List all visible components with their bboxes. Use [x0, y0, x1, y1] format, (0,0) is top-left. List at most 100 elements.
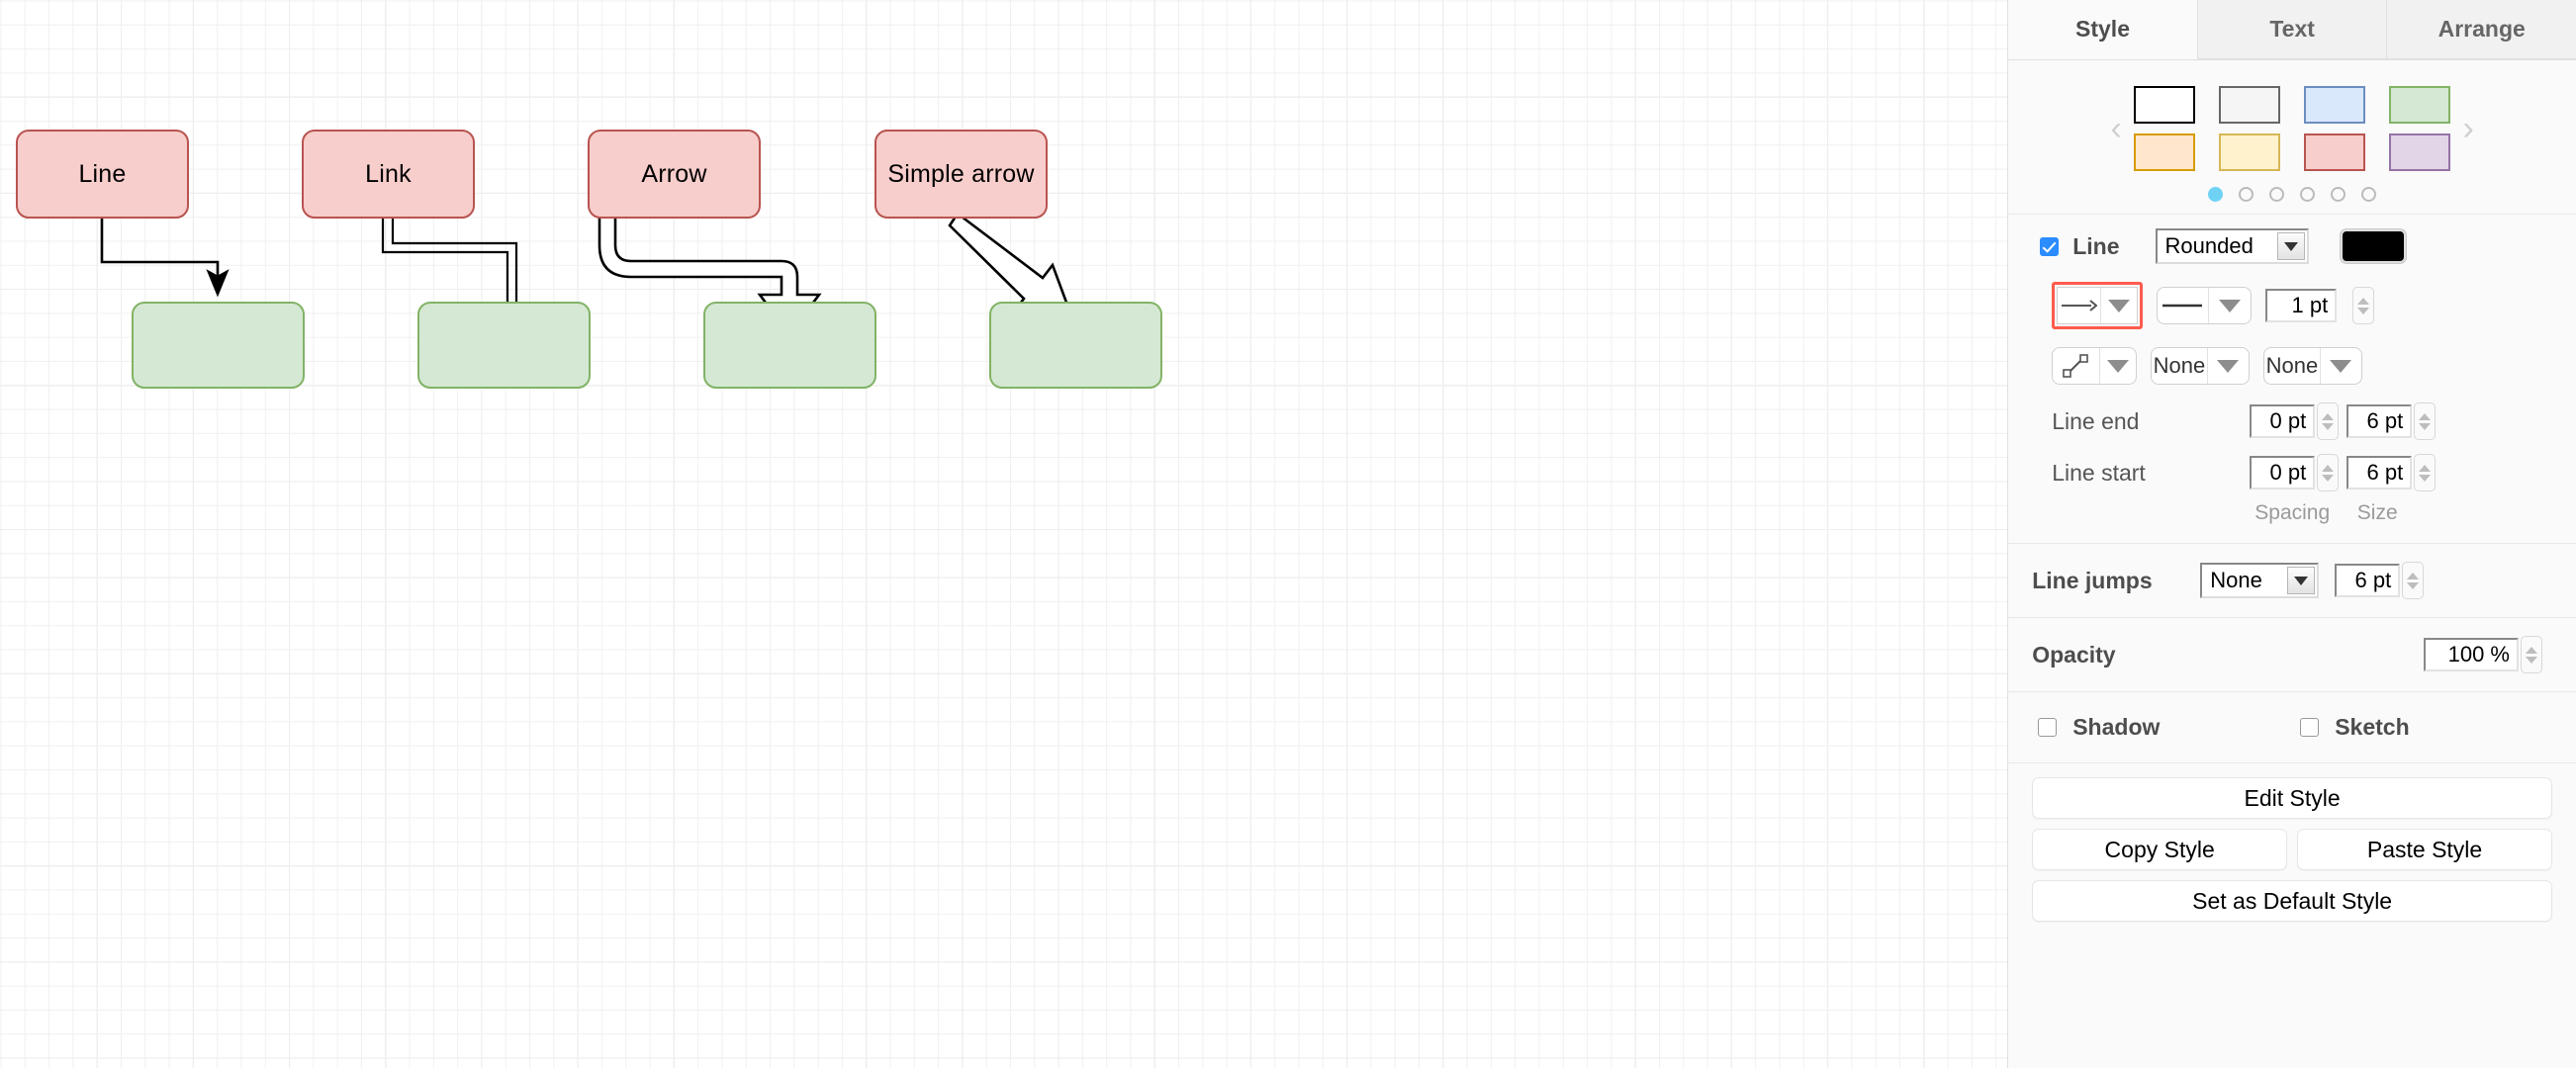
style-swatch[interactable] — [2219, 134, 2281, 171]
stepper-down-icon[interactable] — [2407, 581, 2420, 589]
line-section: Line Rounded — [2008, 215, 2576, 544]
line-pattern-button[interactable] — [2157, 287, 2253, 324]
stepper-down-icon[interactable] — [2322, 422, 2335, 430]
line-end-marker-dropdown[interactable] — [2206, 348, 2250, 384]
line-style-value: Rounded — [2164, 233, 2254, 258]
edit-style-label: Edit Style — [2244, 784, 2341, 811]
opacity-input[interactable]: 100 % — [2424, 638, 2519, 671]
line-start-size-input[interactable]: 6 pt — [2346, 456, 2413, 490]
style-swatch[interactable] — [2389, 134, 2451, 171]
stepper-up-icon[interactable] — [2419, 412, 2432, 420]
line-jumps-value: None — [2210, 568, 2262, 592]
tab-style[interactable]: Style — [2008, 0, 2198, 59]
line-end-marker-button[interactable]: None — [2151, 347, 2251, 385]
shadow-checkbox[interactable] — [2038, 718, 2058, 737]
palette-pagination — [2008, 175, 2576, 210]
node-label: Link — [365, 159, 412, 188]
node-simple-arrow[interactable]: Simple arrow — [874, 130, 1048, 219]
sketch-checkbox[interactable] — [2300, 718, 2320, 737]
stepper-down-icon[interactable] — [2526, 656, 2537, 664]
line-endings-row: None None — [2008, 343, 2576, 389]
style-swatch[interactable] — [2304, 86, 2366, 124]
node-label: Simple arrow — [887, 159, 1035, 188]
line-style-select[interactable]: Rounded — [2155, 228, 2309, 264]
node-label: Arrow — [641, 159, 707, 188]
stepper-down-icon[interactable] — [2322, 474, 2335, 482]
line-width-input[interactable]: 1 pt — [2265, 289, 2338, 322]
target-node-1[interactable] — [132, 302, 305, 389]
style-swatch[interactable] — [2389, 86, 2451, 124]
node-link[interactable]: Link — [302, 130, 475, 219]
line-color-button[interactable] — [2340, 229, 2406, 263]
node-line[interactable]: Line — [16, 130, 189, 219]
palette-page-dot[interactable] — [2239, 187, 2254, 202]
line-width-stepper[interactable] — [2352, 287, 2375, 324]
line-jumps-size-input[interactable]: 6 pt — [2335, 564, 2401, 597]
chevron-left-icon[interactable]: ‹ — [2110, 110, 2122, 147]
style-swatch[interactable] — [2304, 134, 2366, 171]
stepper-down-icon[interactable] — [2419, 422, 2432, 430]
line-end-marker-value: None — [2153, 353, 2206, 378]
tab-label: Style — [2075, 16, 2130, 42]
link-connector[interactable] — [381, 212, 518, 307]
line-checkbox[interactable] — [2040, 236, 2060, 256]
line-jumps-label: Line jumps — [2032, 567, 2153, 593]
palette-page-dot[interactable] — [2269, 187, 2285, 202]
line-jumps-section: Line jumps None 6 pt — [2008, 544, 2576, 618]
line-start-spacing-input[interactable]: 0 pt — [2250, 456, 2316, 490]
line-start-marker-button[interactable]: None — [2263, 347, 2363, 385]
line-end-size-input[interactable]: 6 pt — [2346, 404, 2413, 438]
palette-page-dot[interactable] — [2208, 187, 2224, 202]
palette-page-dot[interactable] — [2331, 187, 2346, 202]
line-start-size-stepper[interactable] — [2414, 454, 2437, 491]
target-node-3[interactable] — [703, 302, 876, 389]
line-start-spacing-stepper[interactable] — [2317, 454, 2340, 491]
set-default-style-button[interactable]: Set as Default Style — [2032, 880, 2552, 922]
line-pattern-dropdown[interactable] — [2207, 288, 2252, 323]
edit-style-button[interactable]: Edit Style — [2032, 777, 2552, 819]
line-end-size-stepper[interactable] — [2414, 402, 2437, 440]
diagram-canvas[interactable]: Line Link Arrow Simple arrow — [0, 0, 2009, 1068]
tab-arrange[interactable]: Arrange — [2387, 0, 2576, 59]
line-end-spacing-stepper[interactable] — [2317, 402, 2340, 440]
palette-page-dot[interactable] — [2300, 187, 2316, 202]
node-arrow[interactable]: Arrow — [588, 130, 761, 219]
waypoints-dropdown[interactable] — [2098, 348, 2137, 384]
stepper-down-icon[interactable] — [2419, 474, 2432, 482]
chevron-down-icon[interactable] — [2287, 567, 2316, 594]
stepper-up-icon[interactable] — [2419, 464, 2432, 472]
target-node-4[interactable] — [989, 302, 1162, 389]
tab-text[interactable]: Text — [2197, 0, 2388, 59]
solid-line-icon[interactable] — [2158, 288, 2207, 323]
line-start-marker-dropdown[interactable] — [2319, 348, 2362, 384]
opacity-stepper[interactable] — [2521, 636, 2542, 673]
chevron-right-icon[interactable]: › — [2462, 110, 2474, 147]
style-swatch[interactable] — [2134, 134, 2196, 171]
target-node-2[interactable] — [417, 302, 591, 389]
line-connector[interactable] — [100, 212, 230, 298]
stepper-up-icon[interactable] — [2322, 464, 2335, 472]
paste-style-button[interactable]: Paste Style — [2297, 829, 2552, 870]
edge-style-button[interactable] — [2057, 287, 2139, 324]
stepper-up-icon[interactable] — [2526, 646, 2537, 654]
palette-page-dot[interactable] — [2361, 187, 2377, 202]
stepper-up-icon[interactable] — [2407, 572, 2420, 579]
arrow-connector[interactable] — [598, 210, 822, 337]
spacing-label: Spacing — [2254, 501, 2331, 524]
shadow-label: Shadow — [2072, 714, 2161, 740]
line-end-spacing-input[interactable]: 0 pt — [2250, 404, 2316, 438]
copy-style-button[interactable]: Copy Style — [2032, 829, 2288, 870]
style-swatch[interactable] — [2134, 86, 2196, 124]
stepper-down-icon[interactable] — [2357, 307, 2370, 314]
line-jumps-size-stepper[interactable] — [2402, 562, 2425, 599]
waypoints-button[interactable] — [2052, 347, 2138, 385]
panel-tabs: Style Text Arrange — [2008, 0, 2576, 60]
arrow-right-icon[interactable] — [2058, 288, 2099, 323]
line-jumps-select[interactable]: None — [2200, 563, 2320, 598]
stepper-up-icon[interactable] — [2322, 412, 2335, 420]
straight-connector-icon[interactable] — [2053, 348, 2098, 384]
stepper-up-icon[interactable] — [2357, 297, 2370, 305]
style-swatch[interactable] — [2219, 86, 2281, 124]
chevron-down-icon[interactable] — [2276, 232, 2305, 260]
edge-style-dropdown[interactable] — [2099, 288, 2138, 323]
